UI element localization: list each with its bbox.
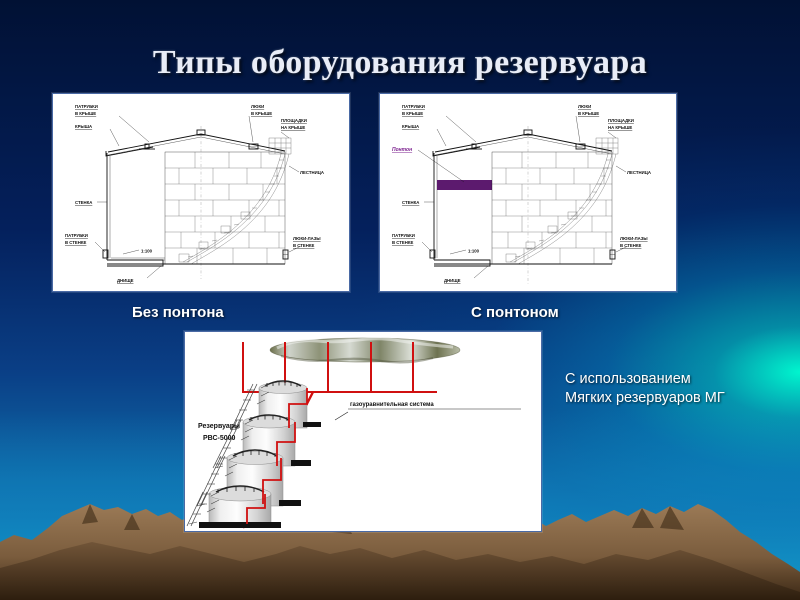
slope-label-right: 1:100 xyxy=(468,249,480,254)
label-wall-nozzles-line1: ПАТРУБКИ xyxy=(65,233,88,238)
label-manholes-line1: ЛЮКИ-ЛАЗЫ xyxy=(293,236,321,241)
caption-soft-line1: С использованием xyxy=(565,371,691,387)
tank-farm xyxy=(199,380,321,528)
soft-tank-scheme-svg: Резервуары РВС-5000 газоуравнительная си… xyxy=(185,332,541,531)
pontoon-band xyxy=(437,180,492,189)
label-manholes-line1: ЛЮКИ-ЛАЗЫ xyxy=(620,236,648,241)
label-roof-platforms-line2: НА КРЫШЕ xyxy=(608,125,632,130)
caption-without-pontoon: Без понтона xyxy=(132,304,224,321)
caption-soft-line2: Мягких резервуаров МГ xyxy=(565,390,725,406)
label-roof-nozzles-line1: ПАТРУБКИ xyxy=(402,104,425,109)
roof-platform-grid xyxy=(268,137,292,155)
label-roof-nozzles-line2: В КРЫШЕ xyxy=(402,111,423,116)
label-roof-hatches-line1: ЛЮКИ xyxy=(251,104,264,109)
label-roof-nozzles-line1: ПАТРУБКИ xyxy=(75,104,98,109)
tank-stairs xyxy=(186,383,270,527)
label-wall-nozzles-line2: В СТЕНКЕ xyxy=(392,240,414,245)
slope-label: 1:100 xyxy=(141,249,153,254)
soft-tank-scheme: Резервуары РВС-5000 газоуравнительная си… xyxy=(184,331,542,532)
caption-with-pontoon: С понтоном xyxy=(471,304,559,321)
label-wall: СТЕНКА xyxy=(402,200,419,205)
label-wall-nozzles-line1: ПАТРУБКИ xyxy=(392,233,415,238)
label-roof-platforms-line2: НА КРЫШЕ xyxy=(281,125,305,130)
label-stairs: ЛЕСТНИЦА xyxy=(627,170,651,175)
label-wall-nozzles-line2: В СТЕНКЕ xyxy=(65,240,87,245)
roof-nozzle-fitting xyxy=(196,129,206,136)
tank-diagram-svg-right: 1:100 ПАТРУБКИ В КРЫШЕ КРЫША Понтон ЛЮКИ… xyxy=(380,94,676,291)
flexible-reservoir-bag xyxy=(269,337,461,364)
tank-diagram-without-pontoon: 1:100 ПАТРУБКИ В КРЫШЕ КРЫША ЛЮКИ В КРЫШ… xyxy=(52,93,350,292)
label-bottom: ДНИЩЕ xyxy=(444,278,461,283)
spiral-stair-graphic xyxy=(505,153,617,265)
label-roof-nozzles-line2: В КРЫШЕ xyxy=(75,111,96,116)
label-gas-system: газоуравнительная система xyxy=(350,402,434,408)
label-manholes-line2: В СТЕНКЕ xyxy=(293,243,315,248)
label-reservoirs-line2: РВС-5000 xyxy=(203,435,236,442)
tank-diagram-with-pontoon: 1:100 ПАТРУБКИ В КРЫШЕ КРЫША Понтон ЛЮКИ… xyxy=(379,93,677,292)
page-title: Типы оборудования резервуара xyxy=(152,44,648,81)
roof-platform-grid xyxy=(595,137,619,155)
label-roof-hatches-line2: В КРЫШЕ xyxy=(578,111,599,116)
label-roof: КРЫША xyxy=(402,124,419,129)
label-roof: КРЫША xyxy=(75,124,92,129)
label-stairs: ЛЕСТНИЦА xyxy=(300,170,324,175)
label-reservoirs-line1: Резервуары xyxy=(198,423,240,430)
label-manholes-line2: В СТЕНКЕ xyxy=(620,243,642,248)
label-roof-platforms-line1: ПЛОЩАДКИ xyxy=(281,118,307,123)
label-roof-hatches-line1: ЛЮКИ xyxy=(578,104,591,109)
spiral-stair-graphic xyxy=(178,153,290,265)
label-roof-hatches-line2: В КРЫШЕ xyxy=(251,111,272,116)
label-pontoon: Понтон xyxy=(392,147,412,153)
label-bottom: ДНИЩЕ xyxy=(117,278,134,283)
label-wall: СТЕНКА xyxy=(75,200,92,205)
tank-diagram-svg-left: 1:100 ПАТРУБКИ В КРЫШЕ КРЫША ЛЮКИ В КРЫШ… xyxy=(53,94,349,291)
caption-soft-reservoirs: С использованием Мягких резервуаров МГ xyxy=(565,370,725,408)
label-roof-platforms-line1: ПЛОЩАДКИ xyxy=(608,118,634,123)
